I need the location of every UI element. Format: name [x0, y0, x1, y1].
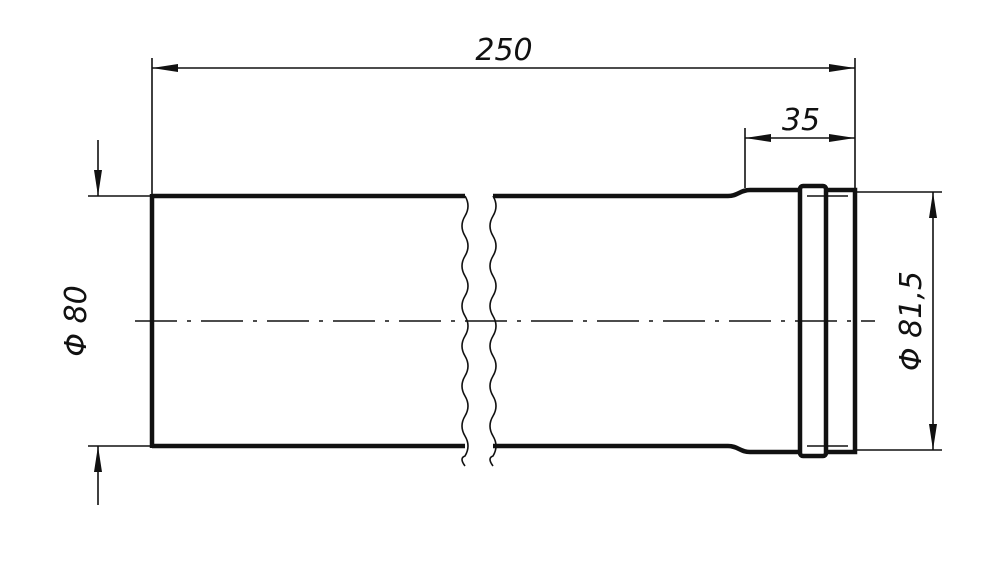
dimension-total-length: 250: [151, 33, 856, 194]
left-diameter-label: Φ 80: [59, 285, 94, 356]
break-line-right: [489, 195, 497, 467]
dimension-socket-length: 35: [744, 103, 855, 188]
total-length-label: 250: [475, 33, 532, 68]
right-diameter-label: Φ 81,5: [894, 271, 929, 371]
break-line-left: [461, 195, 469, 467]
dimension-left-diameter: Φ 80: [59, 140, 150, 505]
socket-length-label: 35: [782, 103, 820, 138]
pipe-right-segment: [493, 187, 800, 455]
dimension-right-diameter: Φ 81,5: [857, 191, 942, 451]
